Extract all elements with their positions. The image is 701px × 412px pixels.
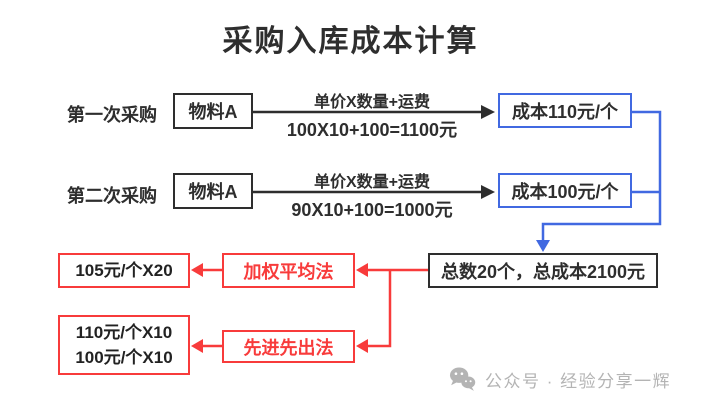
- method-weighted-average-box: 加权平均法: [222, 253, 355, 288]
- purchase-2-label: 第二次采购: [67, 186, 157, 206]
- purchase-1-formula-label: 单价X数量+运费: [313, 94, 431, 111]
- result-line: 100元/个X10: [75, 348, 173, 367]
- connector-total-to-methods: [191, 263, 428, 353]
- total-box: 总数20个，总成本2100元: [428, 253, 658, 288]
- wechat-icon: [449, 367, 476, 391]
- purchase-1-cost-box: 成本110元/个: [498, 93, 632, 128]
- connector-costs-to-total: [536, 110, 662, 252]
- result-weighted-average-box: 105元/个X20: [58, 253, 190, 288]
- purchase-2-formula-label: 单价X数量+运费: [313, 174, 431, 191]
- arrow-purchase-1: [250, 105, 495, 119]
- method-fifo-box: 先进先出法: [222, 330, 355, 363]
- result-line: 105元/个X20: [75, 261, 173, 280]
- purchase-1-formula-calc: 100X10+100=1100元: [286, 120, 458, 140]
- purchase-1-item-box: 物料A: [173, 93, 253, 129]
- watermark-text: 公众号 · 经验分享一辉: [485, 372, 672, 391]
- result-line: 110元/个X10: [75, 323, 173, 342]
- page-title: 采购入库成本计算: [222, 25, 479, 58]
- purchase-1-label: 第一次采购: [67, 105, 157, 125]
- watermark: 公众号 · 经验分享一辉: [449, 366, 671, 393]
- purchase-2-formula-calc: 90X10+100=1000元: [291, 200, 453, 220]
- arrow-purchase-2: [250, 185, 495, 199]
- purchase-2-item-box: 物料A: [173, 173, 253, 209]
- purchase-2-cost-box: 成本100元/个: [498, 173, 632, 208]
- result-fifo-box: 110元/个X10 100元/个X10: [58, 315, 190, 375]
